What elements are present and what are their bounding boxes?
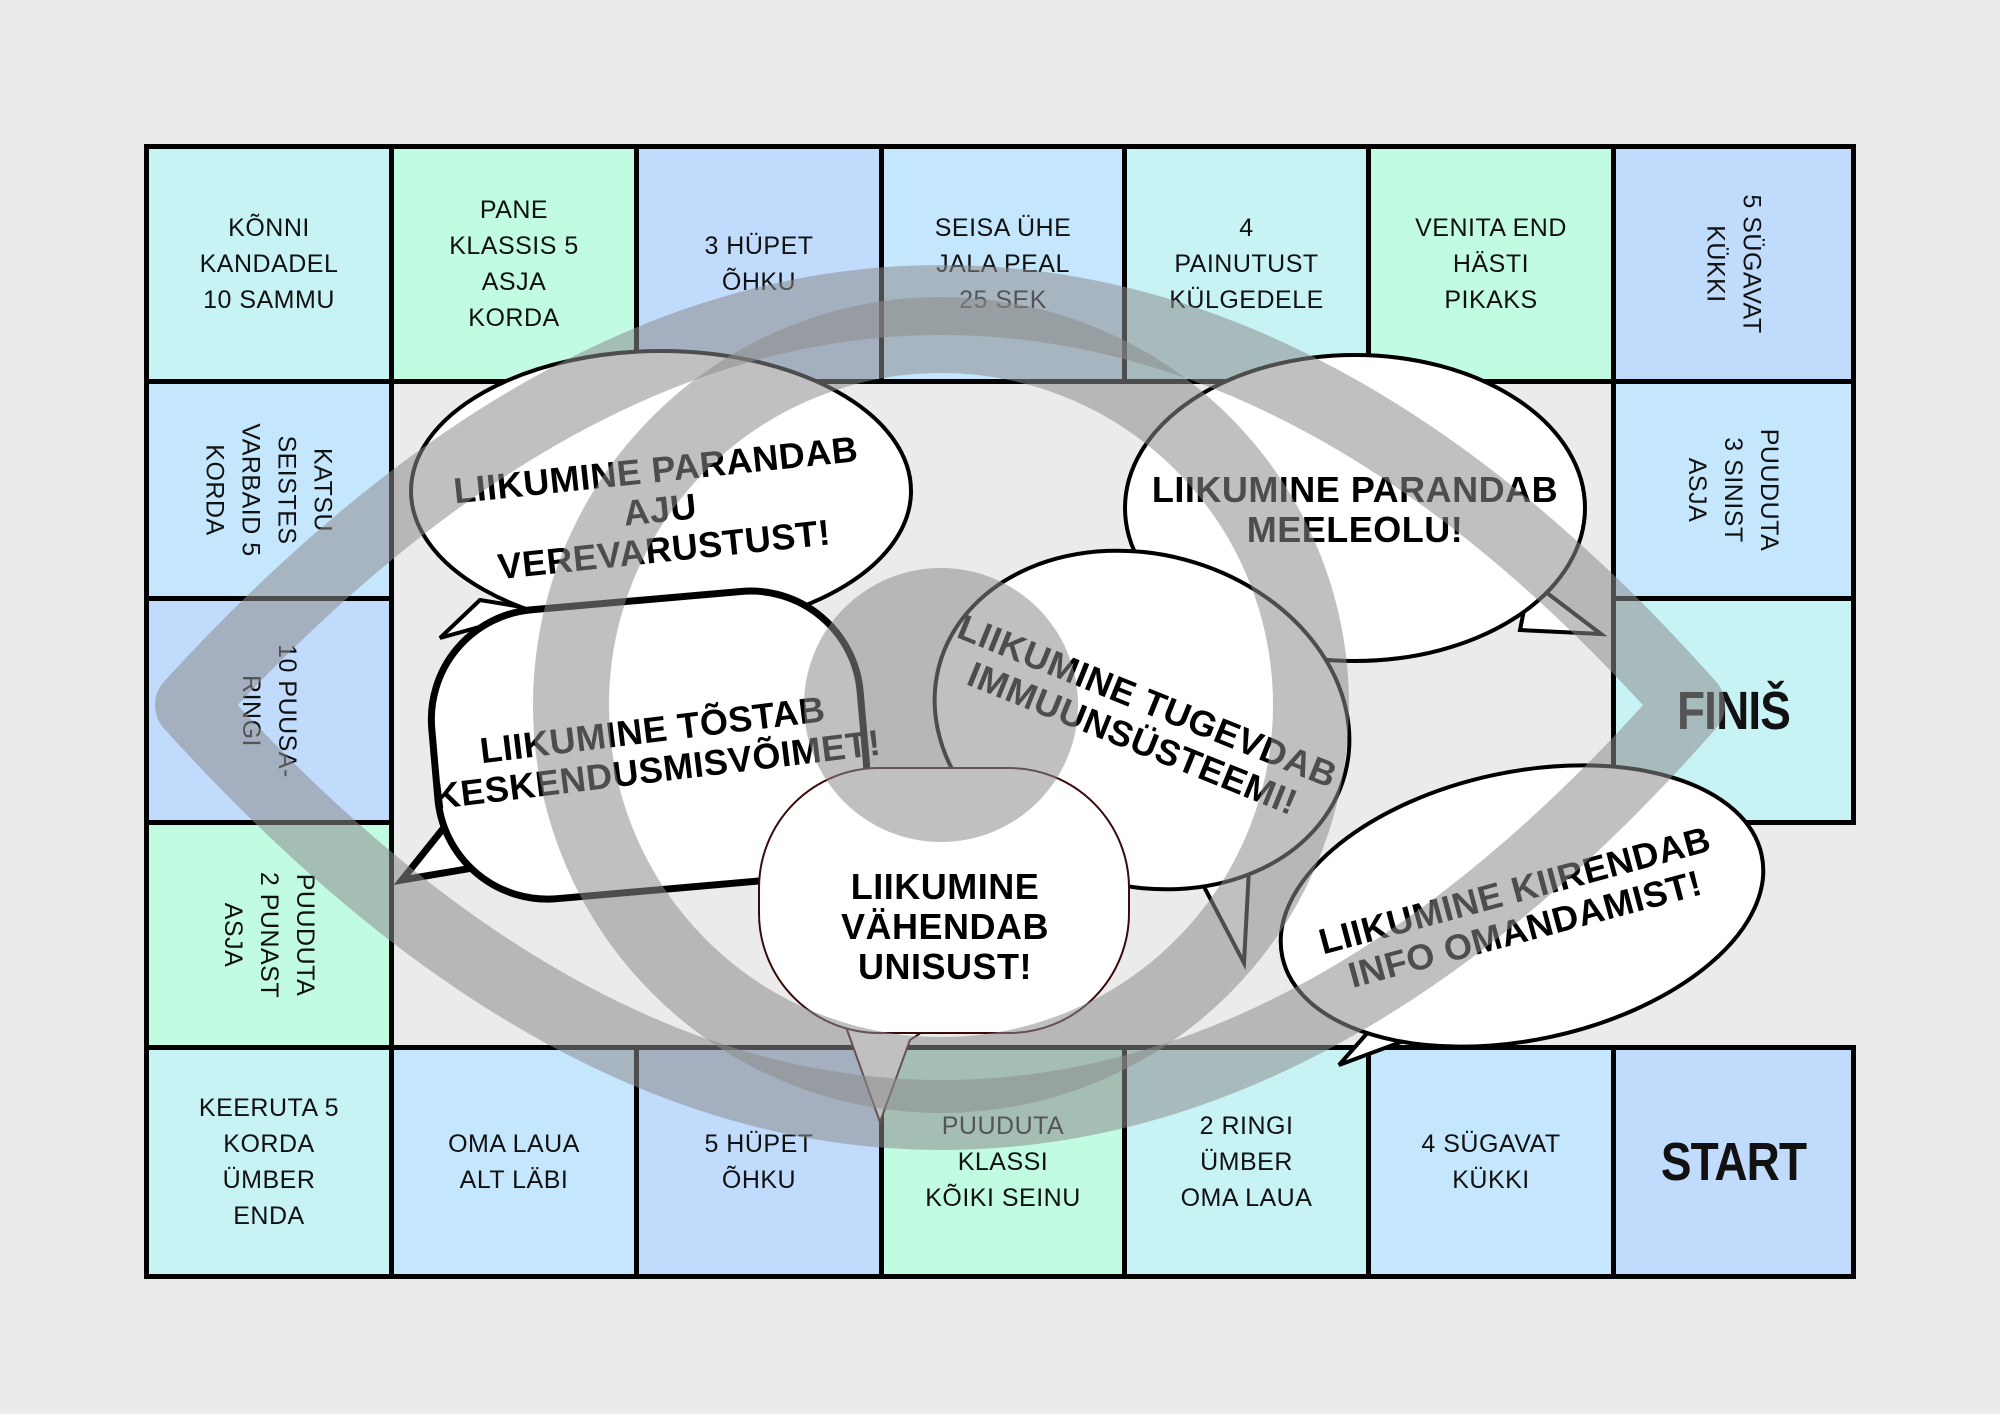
bubble-text: LIIKUMINE VÄHENDAB UNISUST! <box>840 866 1049 987</box>
bubble-text: LIIKUMINE PARANDAB MEELEOLU! <box>1151 469 1559 550</box>
board-square[interactable]: 5 SÜGAVAT KÜKKI <box>1611 144 1856 384</box>
